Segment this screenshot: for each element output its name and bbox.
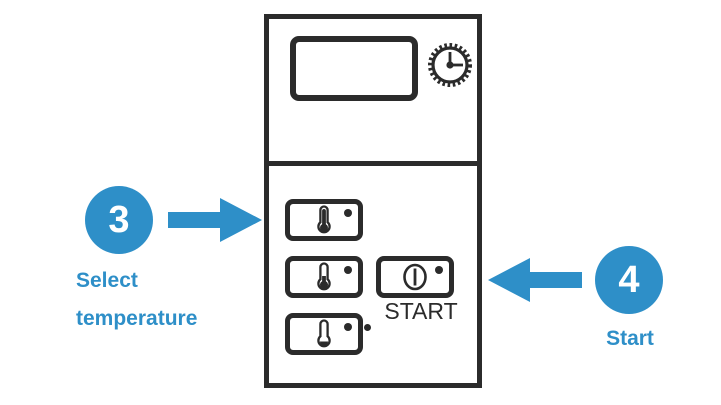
start-button-label: START	[384, 298, 458, 324]
start-button[interactable]	[376, 256, 454, 298]
step-badge-3: 3	[85, 186, 153, 254]
panel-indicator-dot	[364, 324, 371, 331]
thermometer-medium-icon	[314, 261, 334, 293]
panel-section-divider	[264, 161, 482, 166]
arrow-right-icon	[168, 198, 262, 242]
temperature-button-medium[interactable]	[285, 256, 363, 298]
clock-icon	[426, 41, 474, 89]
indicator-dot	[344, 209, 352, 217]
thermometer-low-icon	[314, 318, 334, 350]
step-caption-3: Select temperature	[76, 262, 236, 338]
temperature-button-low[interactable]	[285, 313, 363, 355]
arrow-left-icon	[488, 258, 582, 302]
display-screen	[290, 36, 418, 101]
thermometer-full-icon	[314, 204, 334, 236]
temperature-button-high[interactable]	[285, 199, 363, 241]
step-caption-4-line1: Start	[606, 327, 654, 350]
power-icon	[401, 262, 429, 292]
step-badge-4: 4	[595, 246, 663, 314]
indicator-dot	[435, 266, 443, 274]
indicator-dot	[344, 266, 352, 274]
step-caption-4: Start	[570, 320, 690, 358]
step-caption-3-line2: temperature	[76, 307, 198, 330]
step-caption-3-line1: Select	[76, 269, 138, 292]
indicator-dot	[344, 323, 352, 331]
